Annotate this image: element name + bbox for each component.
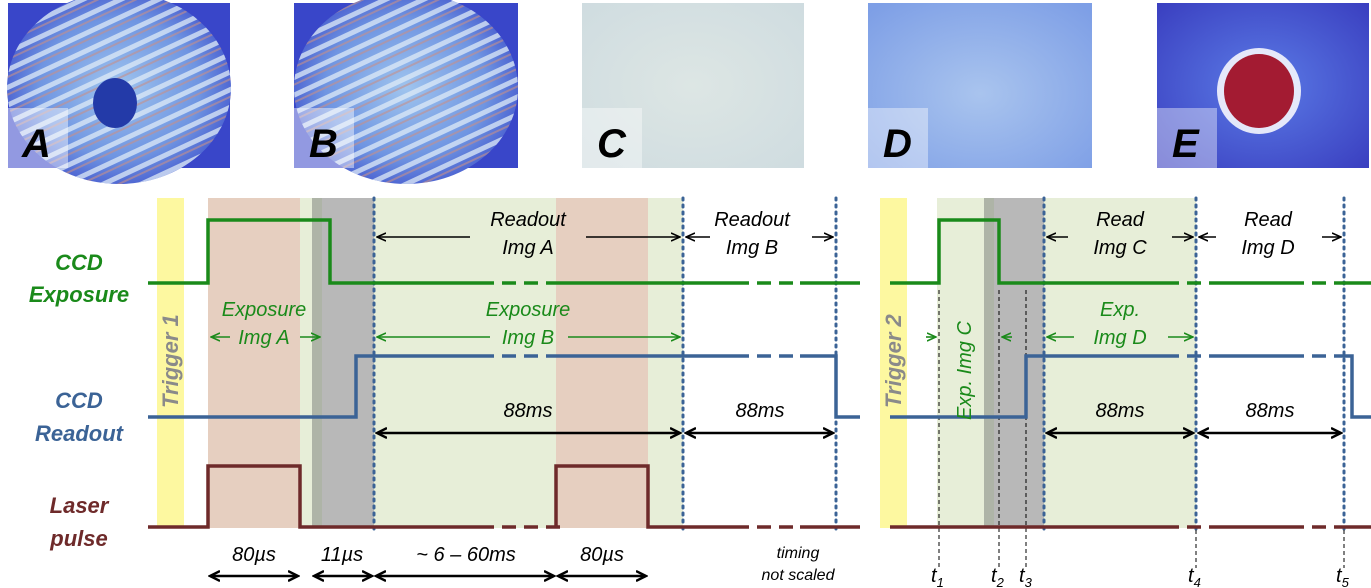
timing-note-line2: not scaled: [762, 567, 836, 584]
timing-note-line1: timing: [777, 545, 820, 562]
laser-band-2: [556, 198, 648, 528]
bottom-duration-3: ~ 6 – 60ms: [416, 544, 516, 566]
panel-e-label: E: [1172, 122, 1200, 166]
readout-signal-right: [890, 354, 1371, 419]
readout-a-line1: Readout: [490, 209, 567, 231]
bottom-duration-4: 80µs: [580, 544, 624, 566]
row-label-exposure-line1: CCD: [55, 250, 103, 275]
laser-signal-left: [148, 464, 860, 529]
exposure-band-right: [937, 198, 984, 528]
panel-c-label: C: [597, 122, 627, 166]
row-label-readout-line1: CCD: [55, 388, 103, 413]
panel-d: D: [868, 3, 1092, 168]
laser-band-1: [208, 198, 300, 528]
row-label-exposure: CCD Exposure: [29, 250, 129, 307]
readout-b-line1: Readout: [714, 209, 791, 231]
read-d-line2: Img D: [1241, 237, 1294, 259]
read-c-line2: Img C: [1093, 237, 1147, 259]
time-marker-t3: t3: [1019, 565, 1033, 588]
row-label-readout-line2: Readout: [35, 421, 125, 446]
row-label-exposure-line2: Exposure: [29, 282, 129, 307]
right-duration-88ms-2: 88ms: [1246, 400, 1295, 422]
row-label-laser-line2: pulse: [49, 526, 107, 551]
readout-a-line2: Img A: [502, 237, 554, 259]
time-marker-t2: t2: [991, 565, 1005, 588]
bottom-duration-1: 80µs: [232, 544, 276, 566]
bottom-duration-2: 11µs: [321, 544, 363, 566]
time-marker-t1: t1: [931, 565, 944, 588]
panel-a: A: [7, 0, 231, 184]
readout-signal-left: [148, 354, 860, 419]
exposure-signal-left: [148, 218, 860, 285]
row-label-laser-line1: Laser: [50, 493, 110, 518]
panel-a-label: A: [21, 122, 51, 166]
panel-c: C: [582, 3, 804, 168]
right-duration-88ms-1: 88ms: [1096, 400, 1145, 422]
panel-b: B: [294, 0, 518, 184]
duration-88ms-2: 88ms: [736, 400, 785, 422]
readout-band-right: [1044, 198, 1196, 528]
exp-d-line2: Img D: [1093, 327, 1146, 349]
exposure-a-line2: Img A: [238, 327, 290, 349]
readout-b-line2: Img B: [726, 237, 778, 259]
exposure-signal-right: [890, 218, 1371, 285]
exp-c-label: Exp. Img C: [954, 321, 976, 420]
left-diagram: Trigger 1 Readout Img A Readout Img B Ex…: [148, 196, 860, 584]
read-c-line1: Read: [1096, 209, 1145, 231]
trigger-1-band: [157, 198, 184, 528]
read-d-line1: Read: [1244, 209, 1293, 231]
panel-d-label: D: [883, 122, 912, 166]
gap-band-left: [312, 198, 374, 528]
row-label-laser: Laser pulse: [49, 493, 110, 551]
right-diagram: Trigger 2 Exp. Img C Read Img C Read Img…: [880, 196, 1371, 588]
exposure-a-line1: Exposure: [222, 299, 307, 321]
exposure-b-line2: Img B: [502, 327, 554, 349]
panel-e: E: [1157, 3, 1369, 168]
trigger-2-label: Trigger 2: [881, 313, 906, 408]
trigger-1-label: Trigger 1: [158, 314, 183, 408]
trigger-2-band: [880, 198, 907, 528]
panel-b-label: B: [309, 122, 338, 166]
exp-d-line1: Exp.: [1100, 299, 1140, 321]
time-marker-t5: t5: [1336, 565, 1350, 588]
row-label-readout: CCD Readout: [35, 388, 125, 446]
time-marker-t4: t4: [1188, 565, 1201, 588]
exposure-b-line1: Exposure: [486, 299, 571, 321]
duration-88ms-1: 88ms: [504, 400, 553, 422]
